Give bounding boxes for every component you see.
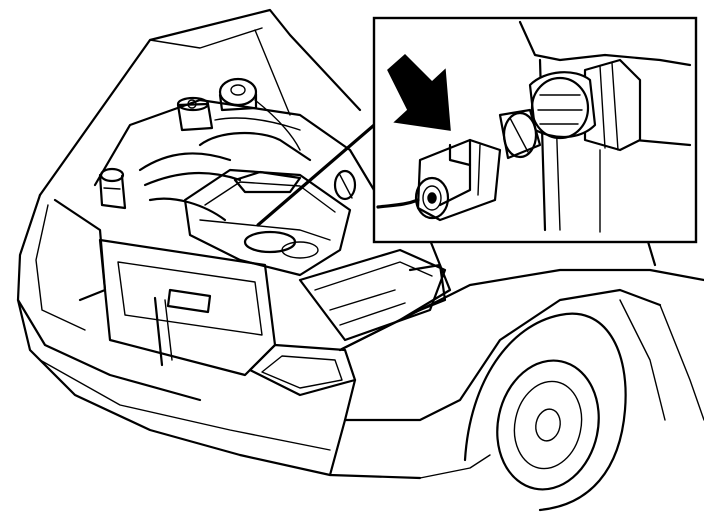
fluid-reservoir <box>218 77 258 112</box>
coolant-reservoir <box>98 167 127 210</box>
oil-filler-cap <box>333 169 357 201</box>
front-wheel <box>463 312 627 512</box>
right-headlight <box>248 343 357 397</box>
callout-leader-line <box>256 118 382 227</box>
brake-fluid-container <box>176 96 214 132</box>
sensor-wire <box>376 198 420 209</box>
sensor-body <box>498 58 642 160</box>
detail-inset <box>372 16 698 244</box>
engine-compartment <box>93 77 452 352</box>
car-body <box>16 8 704 512</box>
engine-block <box>183 168 352 277</box>
arrow-down-right-icon <box>387 53 451 131</box>
sensor-connector <box>414 138 502 222</box>
front-grille <box>98 238 277 377</box>
air-filter-housing <box>298 248 447 342</box>
